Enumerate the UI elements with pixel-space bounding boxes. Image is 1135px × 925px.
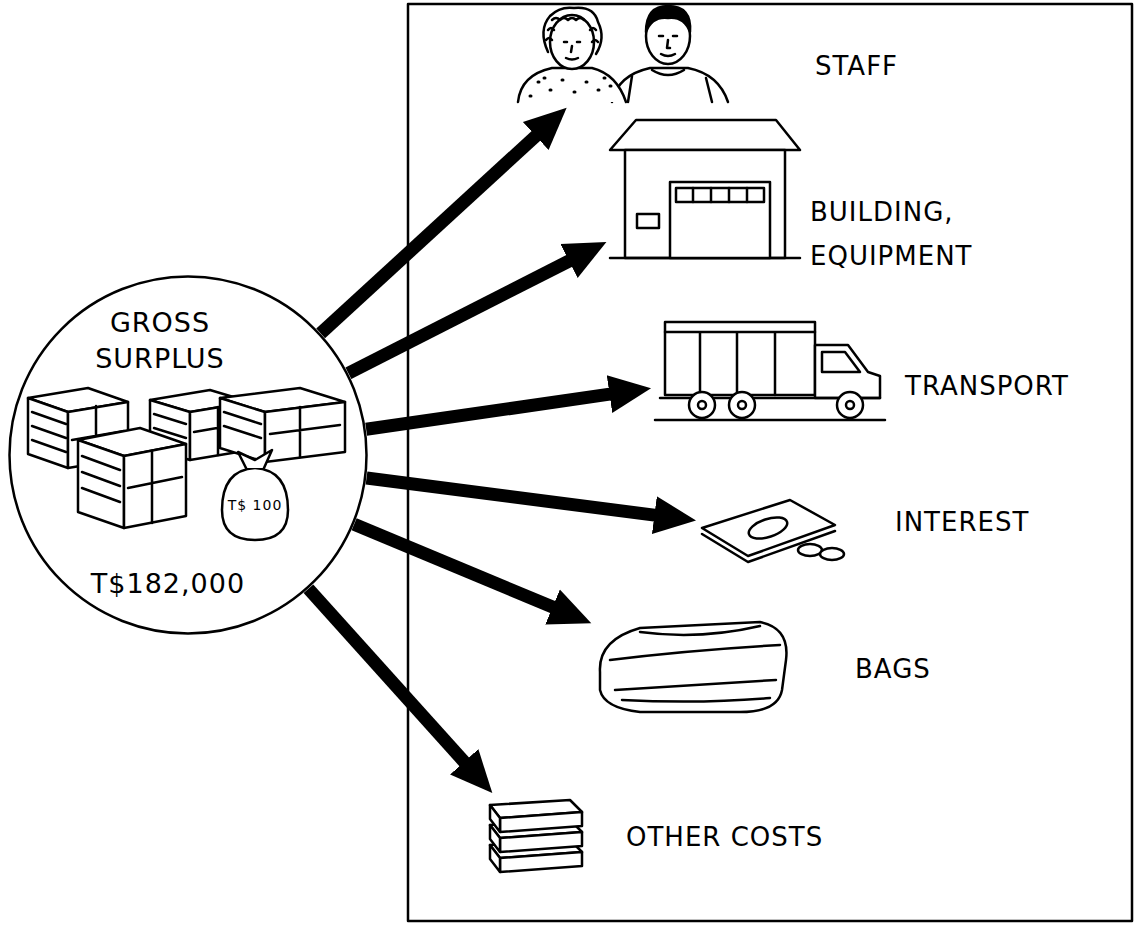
staff-illustration-part xyxy=(612,68,728,102)
cost-item: BUILDING, EQUIPMENT xyxy=(610,118,805,263)
transport-illustration-part xyxy=(846,401,854,409)
money-stacks-part xyxy=(222,468,288,540)
interest-illustration-part xyxy=(746,513,790,542)
staff-illustration-part xyxy=(550,15,594,69)
money-stacks-part xyxy=(224,407,340,457)
transport-illustration-part xyxy=(729,392,755,418)
other-costs-illustration-part xyxy=(500,832,582,852)
building-illustration-part xyxy=(676,188,764,202)
circle-outline xyxy=(10,277,367,634)
transport-illustration-part xyxy=(822,352,860,372)
interest-illustration-part xyxy=(798,544,822,556)
flow-arrow xyxy=(308,589,465,764)
bag-label: T$ 100 xyxy=(225,497,285,513)
money-stacks-part xyxy=(220,398,265,462)
building-illustration-part xyxy=(625,150,785,258)
staff-illustration-part xyxy=(564,42,580,60)
item-label: OTHER COSTS xyxy=(626,821,823,853)
bags-illustration-part xyxy=(600,622,787,712)
building-illustration xyxy=(610,120,800,258)
cost-item: BAGS xyxy=(595,618,795,715)
transport-illustration-part xyxy=(665,322,815,395)
other-costs-illustration xyxy=(490,800,582,872)
staff-illustration-part xyxy=(628,70,712,102)
interest-illustration-part xyxy=(820,548,844,560)
other-costs-illustration-part xyxy=(500,852,582,872)
flow-arrow xyxy=(354,524,554,608)
flow-arrow xyxy=(348,260,570,373)
transport-illustration-part xyxy=(837,392,863,418)
money-stacks xyxy=(28,388,345,540)
transport-illustration xyxy=(655,322,885,420)
item-label: INTEREST xyxy=(895,506,1029,538)
interest-illustration xyxy=(702,500,844,562)
building-illustration-part xyxy=(610,120,800,150)
cost-item: INTEREST xyxy=(700,496,840,564)
other-costs-illustration-part xyxy=(500,812,582,832)
money-stacks-part xyxy=(238,450,272,468)
building-illustration-part xyxy=(637,214,659,228)
staff-illustration-part xyxy=(659,36,677,56)
item-label: BAGS xyxy=(855,653,931,685)
bags-illustration xyxy=(600,622,787,712)
surplus-amount: T$182,000 xyxy=(53,567,283,601)
frame xyxy=(408,4,1132,921)
transport-illustration-part xyxy=(815,345,880,398)
interest-illustration-part xyxy=(702,500,835,556)
staff-illustration-part xyxy=(530,78,611,96)
staff-illustration-part xyxy=(518,68,626,102)
cost-item: TRANSPORT xyxy=(655,320,885,422)
staff-illustration-part xyxy=(546,18,598,42)
item-label: BUILDING, EQUIPMENT xyxy=(810,190,1050,278)
flow-arrow xyxy=(367,478,657,515)
staff-illustration xyxy=(518,6,728,102)
item-label: TRANSPORT xyxy=(905,370,1069,402)
transport-illustration-part xyxy=(665,332,815,395)
staff-illustration-part xyxy=(646,6,690,32)
bags-illustration-part xyxy=(610,626,780,702)
transport-illustration-part xyxy=(655,419,885,422)
other-costs-illustration-part xyxy=(490,805,500,832)
money-stacks-part xyxy=(28,398,68,468)
flow-arrow xyxy=(366,394,611,429)
flow-arrow xyxy=(321,135,538,334)
building-illustration-part xyxy=(693,188,747,202)
illustration-part xyxy=(28,4,1132,921)
cost-item: OTHER COSTS xyxy=(476,796,586,876)
cost-item: STAFF xyxy=(515,8,730,105)
item-label: STAFF xyxy=(815,50,898,82)
surplus-circle: GROSS SURPLUS T$ 100T$182,000 xyxy=(8,275,368,635)
surplus-heading: GROSS SURPLUS xyxy=(60,305,260,377)
money-stacks-part xyxy=(82,451,182,523)
transport-illustration-part xyxy=(738,401,746,409)
transport-illustration-part xyxy=(698,401,706,409)
building-illustration-part xyxy=(670,182,770,258)
transport-illustration-part xyxy=(689,392,715,418)
